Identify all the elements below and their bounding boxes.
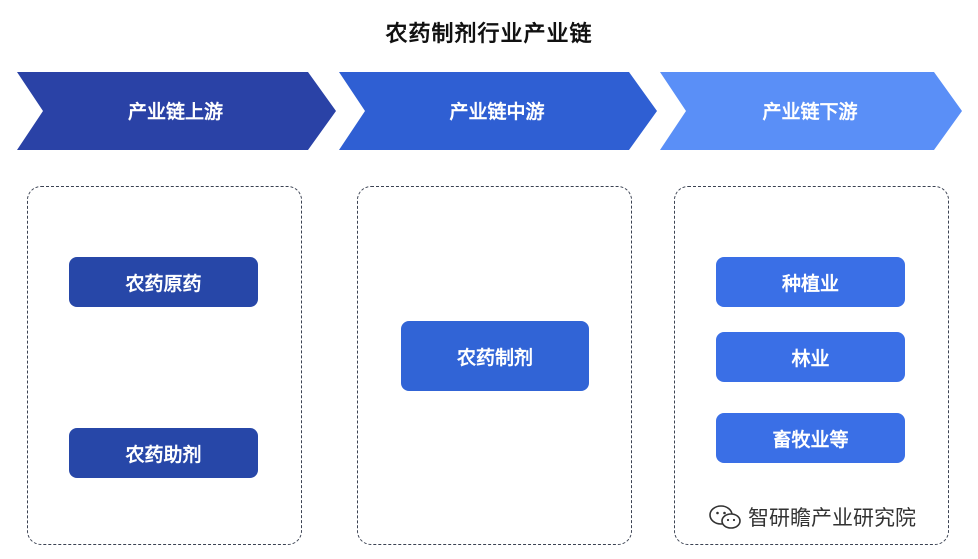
stage-label-upstream: 产业链上游 — [127, 101, 223, 123]
stage-arrow-downstream — [660, 72, 962, 150]
stage-arrow-midstream — [339, 72, 657, 150]
upstream-item-technical: 农药原药 — [69, 257, 258, 307]
stage-arrow-upstream — [17, 72, 336, 150]
downstream-item-planting: 种植业 — [716, 257, 905, 307]
watermark: 智研瞻产业研究院 — [708, 500, 916, 534]
downstream-item-livestock: 畜牧业等 — [716, 413, 905, 463]
upstream-item-adjuvant: 农药助剂 — [69, 428, 258, 478]
stage-arrows — [17, 72, 962, 150]
stage-label-midstream: 产业链中游 — [449, 101, 545, 123]
downstream-panel — [674, 186, 949, 545]
watermark-text: 智研瞻产业研究院 — [748, 506, 916, 530]
wechat-icon — [709, 505, 741, 529]
diagram-title: 农药制剂行业产业链 — [385, 22, 593, 47]
midstream-item-formulation: 农药制剂 — [401, 321, 589, 391]
downstream-item-forestry: 林业 — [716, 332, 905, 382]
upstream-panel — [27, 186, 302, 545]
stage-label-downstream: 产业链下游 — [762, 101, 858, 123]
midstream-panel — [357, 186, 632, 545]
